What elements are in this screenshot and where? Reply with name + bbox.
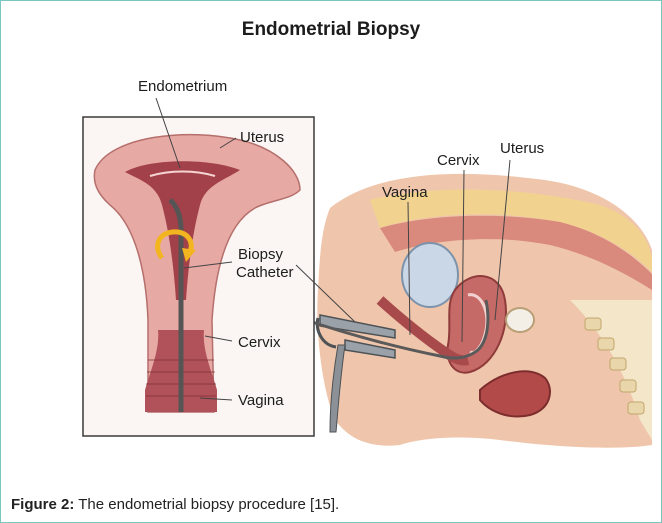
- uterus-inset-panel: [83, 98, 355, 436]
- sagittal-illustration: [300, 160, 652, 448]
- caption-label: Figure 2:: [11, 496, 74, 513]
- ovary-shape: [506, 308, 534, 332]
- label-uterus-sagittal: Uterus: [500, 140, 544, 157]
- label-vagina-inset: Vagina: [238, 392, 284, 409]
- label-catheter: Catheter: [236, 264, 294, 281]
- label-cervix-sagittal: Cervix: [437, 152, 480, 169]
- bladder-shape: [402, 243, 458, 307]
- label-endometrium: Endometrium: [138, 78, 227, 95]
- label-uterus-inset: Uterus: [240, 129, 284, 146]
- label-cervix-inset: Cervix: [238, 334, 281, 351]
- label-biopsy: Biopsy: [238, 246, 283, 263]
- caption-text: The endometrial biopsy procedure [15].: [74, 496, 339, 513]
- label-vagina-sagittal: Vagina: [382, 184, 428, 201]
- figure-caption: Figure 2: The endometrial biopsy procedu…: [11, 496, 339, 513]
